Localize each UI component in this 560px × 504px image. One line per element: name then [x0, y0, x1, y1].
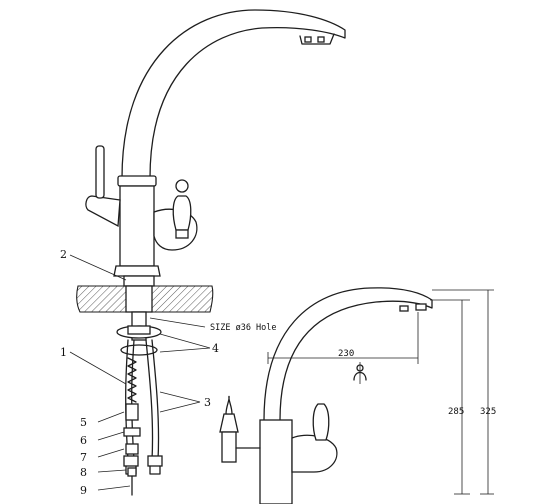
mounting-hardware: [116, 311, 163, 496]
countertop: [76, 285, 214, 313]
part-label-9: 9: [80, 484, 87, 497]
part-label-8: 8: [80, 466, 87, 479]
part-label-1: 1: [60, 346, 67, 359]
faucet-body: [85, 145, 198, 287]
elevation-view: 230 285 325: [219, 287, 496, 504]
dim-reach: 230: [338, 349, 354, 359]
part-label-4: 4: [212, 342, 219, 355]
part-label-6: 6: [80, 434, 87, 447]
dim-spout-height: 285: [448, 407, 464, 417]
leader-lines: [69, 254, 211, 491]
part-label-5: 5: [80, 416, 87, 429]
part-label-7: 7: [80, 451, 87, 464]
exploded-view: 2 1 4 3 5 6 7 8 9 SIZE ø36 Hole: [60, 9, 346, 497]
part-label-3: 3: [204, 396, 211, 409]
spout: [121, 9, 346, 179]
hole-size-note: SIZE ø36 Hole: [210, 323, 277, 333]
part-label-2: 2: [60, 248, 67, 261]
dim-total-height: 325: [480, 407, 496, 417]
